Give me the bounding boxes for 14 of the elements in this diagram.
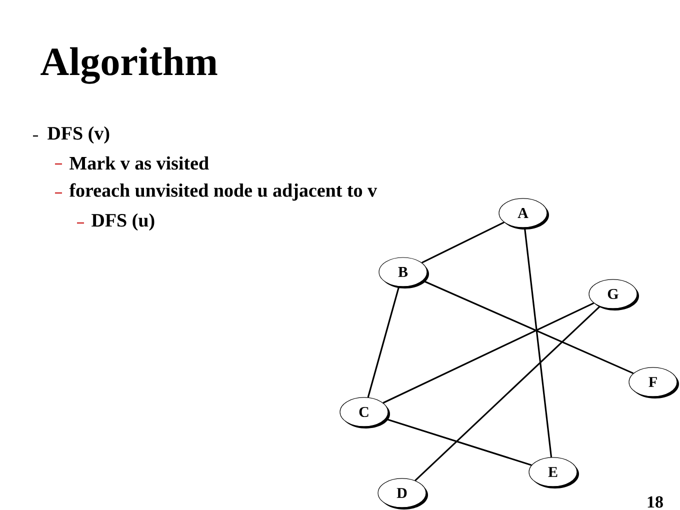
edge-line — [524, 228, 552, 458]
node-label: F — [648, 377, 657, 387]
page-number: 18 — [648, 496, 663, 508]
bullet-text: Mark v as visited — [70, 156, 209, 170]
bullet-text: DFS (v) — [48, 126, 110, 144]
title: Algorithm — [40, 47, 218, 84]
edge-line — [367, 286, 400, 398]
edge-line — [382, 302, 594, 404]
edge-line — [422, 222, 504, 264]
edge-line — [385, 418, 532, 466]
edge-line — [414, 306, 600, 482]
bullet-text: foreach unvisited node u adjacent to v — [69, 183, 378, 201]
bullet-text: DFS (u) — [92, 213, 154, 231]
edge-line — [422, 280, 634, 374]
